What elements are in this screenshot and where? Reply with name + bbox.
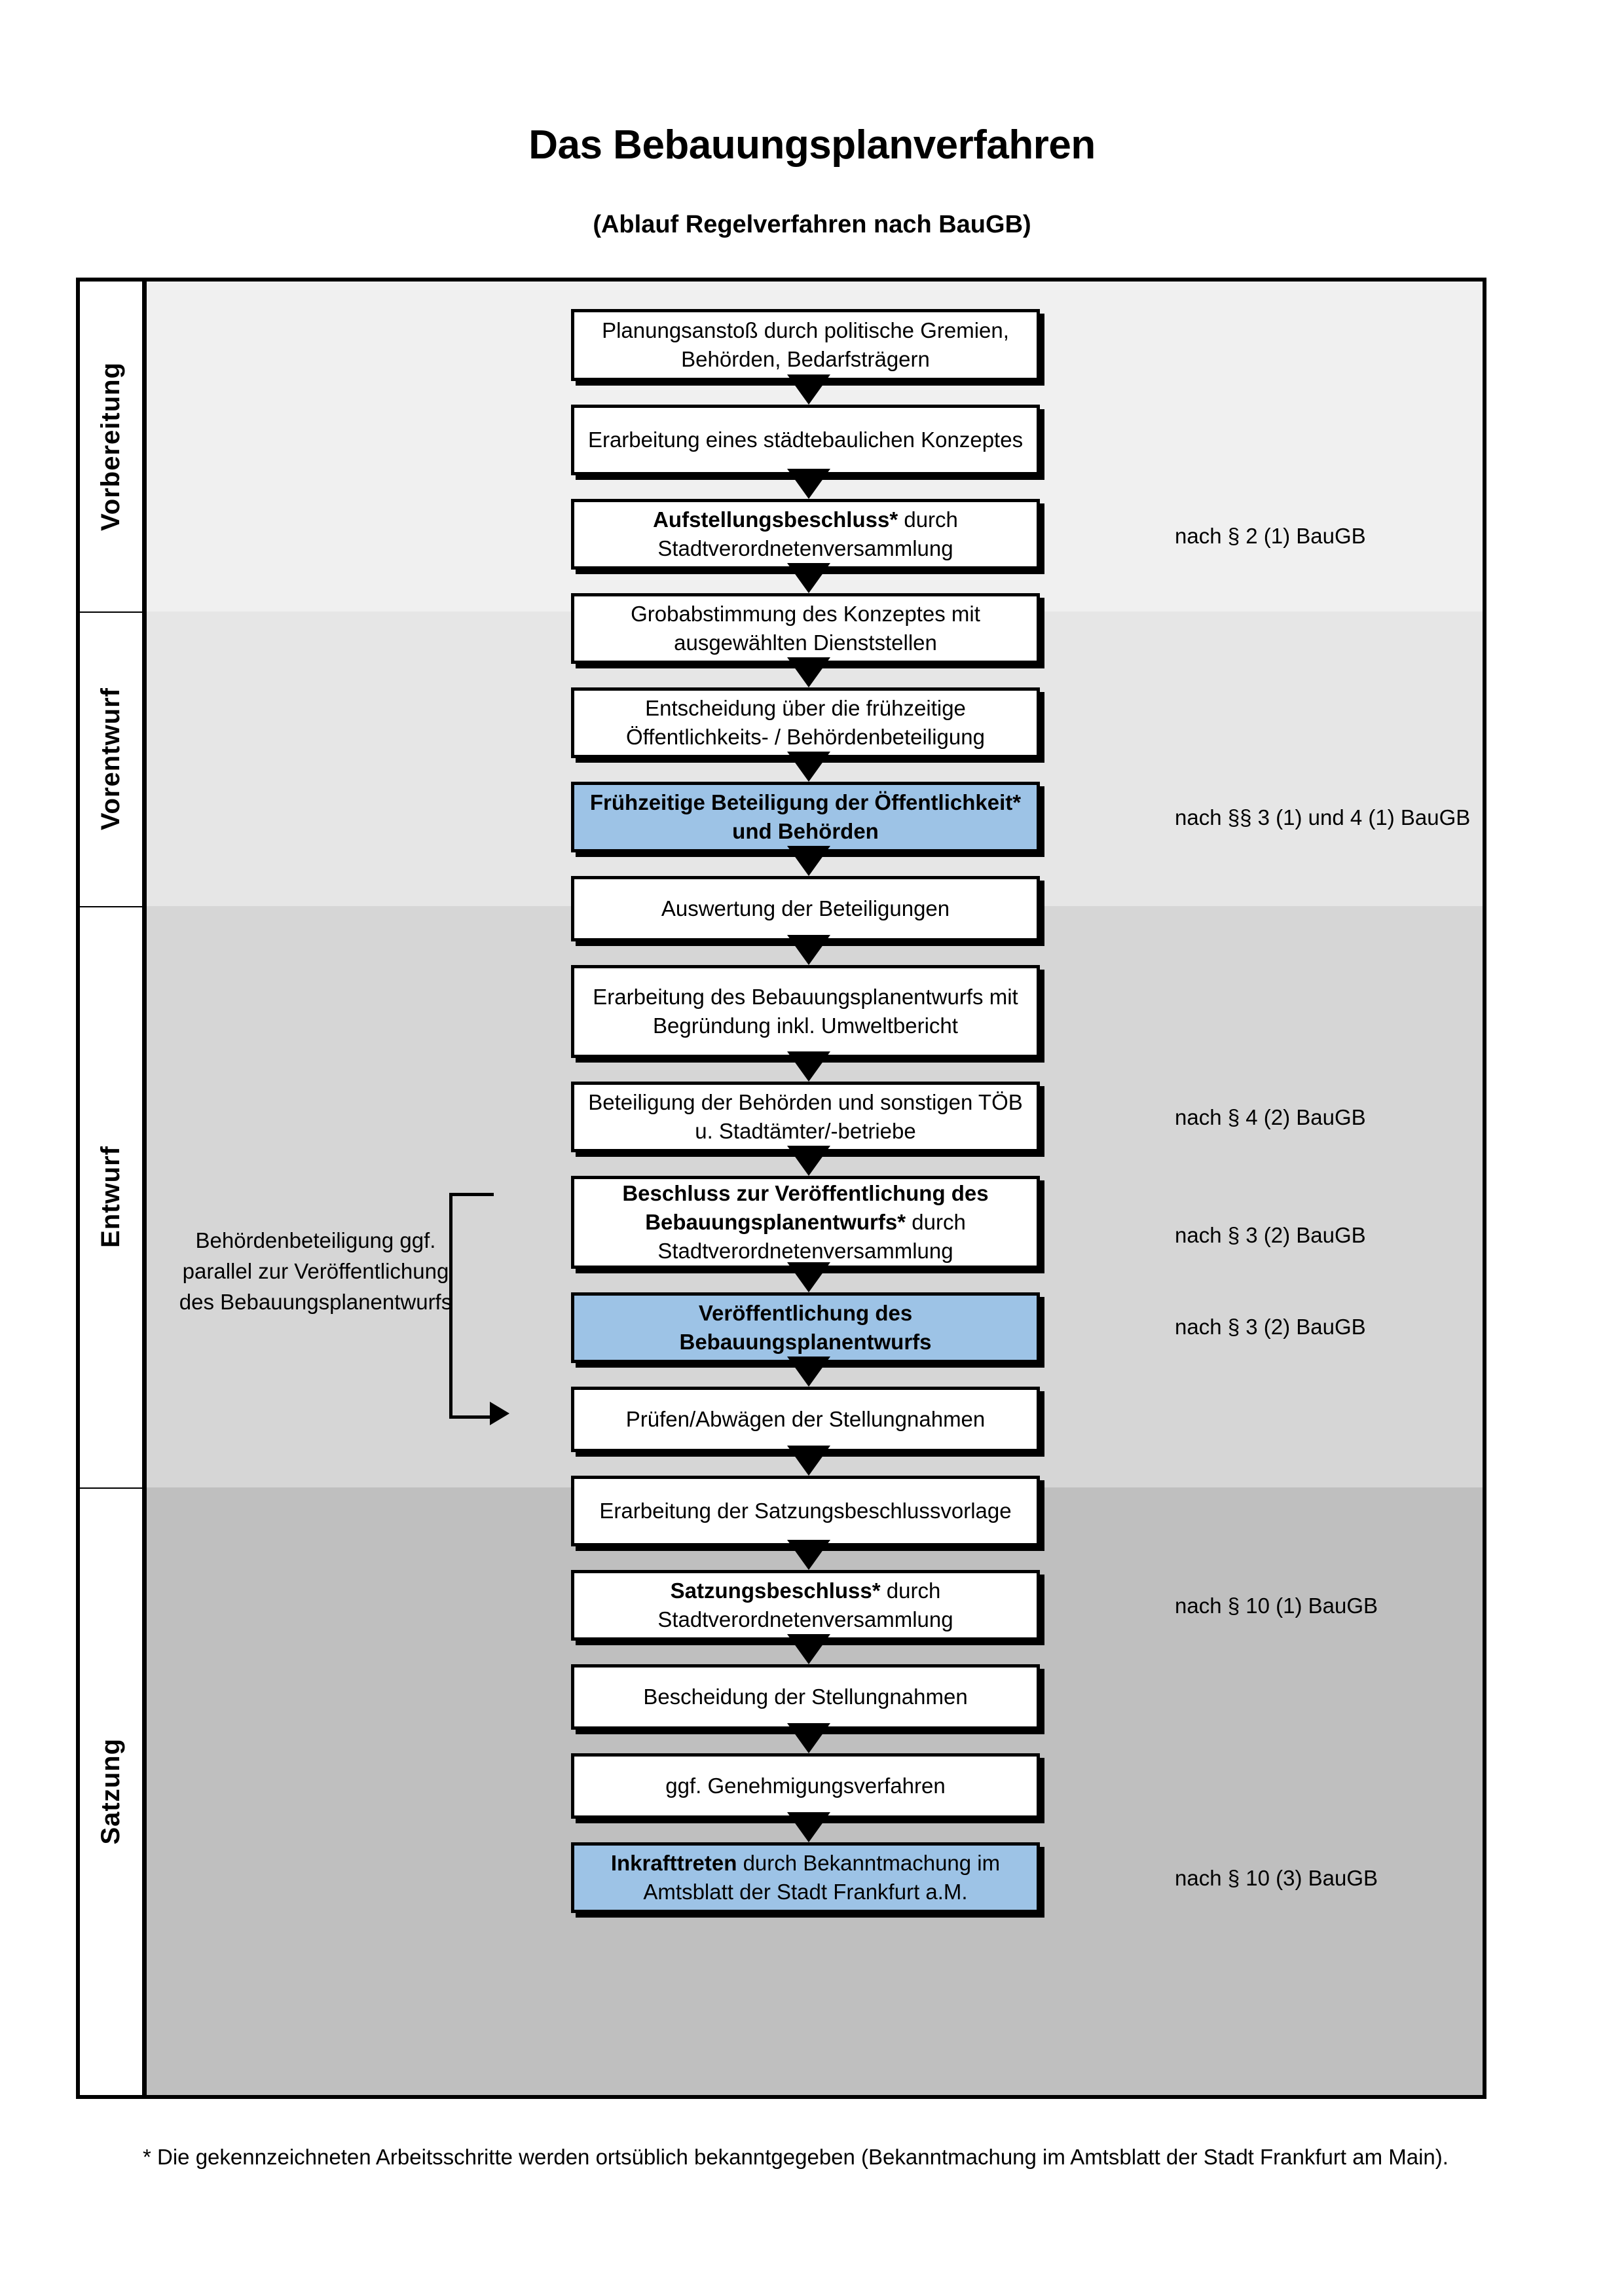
flow-step-text: Grobabstimmung des Konzeptes mit ausgewä… — [631, 602, 980, 655]
flow-arrow-down-12 — [787, 1446, 830, 1476]
flow-step-text: Erarbeitung des Bebauungsplanentwurfs mi… — [593, 985, 1018, 1038]
flow-arrow-down-3 — [787, 563, 830, 593]
phase-label-entwurf: Entwurf — [80, 906, 147, 1487]
flow-step-beteiligung-behoerden[interactable]: Beteiligung der Behörden und sonstigen T… — [571, 1082, 1040, 1152]
legal-ref-3: nach § 4 (2) BauGB — [1175, 1105, 1366, 1129]
flow-arrow-down-15 — [787, 1723, 830, 1753]
flow-step-text: Erarbeitung der Satzungsbeschlussvorlage — [599, 1499, 1012, 1523]
flow-step-genehmigungsverfahren[interactable]: ggf. Genehmigungsverfahren — [571, 1753, 1040, 1819]
flow-arrow-down-13 — [787, 1540, 830, 1570]
phase-divider-1 — [80, 611, 147, 613]
flow-step-veroeffentlichung-entwurf[interactable]: Veröffentlichung des Bebauungsplanentwur… — [571, 1292, 1040, 1363]
flow-step-rest: durch Stadtverordnetenversammlung — [657, 1210, 966, 1263]
page-title: Das Bebauungsplanverfahren — [528, 122, 1096, 168]
flow-arrow-down-8 — [787, 1051, 830, 1082]
flow-step-text: Prüfen/Abwägen der Stellungnahmen — [625, 1407, 986, 1432]
flow-step-bold: Satzungsbeschluss* — [670, 1578, 881, 1603]
flow-arrow-down-14 — [787, 1634, 830, 1664]
flow-step-inkrafttreten[interactable]: Inkrafttreten durch Bekanntmachung im Am… — [571, 1842, 1040, 1913]
flow-arrow-down-1 — [787, 374, 830, 405]
flow-step-rest: durch Stadtverordnetenversammlung — [657, 1578, 953, 1631]
flow-arrow-down-6 — [787, 846, 830, 876]
flow-step-beschluss-veroeffentlichung[interactable]: Beschluss zur Veröffentlichung des Bebau… — [571, 1176, 1040, 1269]
phase-label-vorbereitung: Vorbereitung — [80, 282, 147, 611]
flow-arrow-down-9 — [787, 1146, 830, 1176]
flow-step-satzungsbeschluss[interactable]: Satzungsbeschluss* durch Stadtverordnete… — [571, 1570, 1040, 1641]
flow-step-rest: durch Stadtverordnetenversammlung — [657, 507, 958, 560]
flow-step-bold: Inkrafttreten — [610, 1851, 737, 1876]
legal-ref-6: nach § 10 (1) BauGB — [1175, 1594, 1378, 1618]
flow-step-auswertung[interactable]: Auswertung der Beteiligungen — [571, 876, 1040, 941]
flow-step-pruefen-abwaegen[interactable]: Prüfen/Abwägen der Stellungnahmen — [571, 1387, 1040, 1452]
flow-arrow-down-11 — [787, 1357, 830, 1387]
legal-ref-1: nach § 2 (1) BauGB — [1175, 524, 1366, 548]
flow-step-bold: Frühzeitige Beteiligung der Öffentlichke… — [589, 790, 1022, 843]
flow-step-text: Auswertung der Beteiligungen — [661, 896, 950, 921]
flow-step-text: Satzungsbeschluss* durch Stadtverordnete… — [582, 1576, 1029, 1634]
flow-step-bold: Aufstellungsbeschluss* — [653, 507, 898, 532]
flow-step-text: Planungsanstoß durch politische Gremien,… — [602, 318, 1009, 371]
page-subtitle: (Ablauf Regelverfahren nach BauGB) — [593, 211, 1031, 238]
legal-ref-2: nach §§ 3 (1) und 4 (1) BauGB — [1175, 805, 1471, 829]
flow-step-entscheidung-fruehzeitig[interactable]: Entscheidung über die frühzeitige Öffent… — [571, 687, 1040, 758]
flow-step-konzept[interactable]: Erarbeitung eines städtebaulichen Konzep… — [571, 405, 1040, 475]
flow-arrow-down-16 — [787, 1812, 830, 1842]
flow-step-satzungsbeschlussvorlage[interactable]: Erarbeitung der Satzungsbeschlussvorlage — [571, 1476, 1040, 1546]
feedback-bracket — [449, 1193, 494, 1419]
flow-step-text: ggf. Genehmigungsverfahren — [665, 1774, 946, 1798]
legal-ref-5: nach § 3 (2) BauGB — [1175, 1315, 1366, 1339]
flow-step-bescheidung[interactable]: Bescheidung der Stellungnahmen — [571, 1664, 1040, 1730]
feedback-arrow-head-icon — [490, 1402, 509, 1425]
phase-label-vorentwurf: Vorentwurf — [80, 611, 147, 906]
flow-arrow-down-5 — [787, 752, 830, 782]
flow-step-fruehzeitige-beteiligung[interactable]: Frühzeitige Beteiligung der Öffentlichke… — [571, 782, 1040, 852]
phase-label-satzung: Satzung — [80, 1487, 147, 2095]
phase-label-text-satzung: Satzung — [96, 1738, 125, 1845]
footnote: * Die gekennzeichneten Arbeitsschritte w… — [143, 2145, 1449, 2169]
flow-step-text: Erarbeitung eines städtebaulichen Konzep… — [587, 428, 1024, 452]
flow-arrow-down-2 — [787, 469, 830, 499]
flow-step-bold: Veröffentlichung des Bebauungsplanentwur… — [679, 1301, 932, 1354]
flow-step-erarbeitung-entwurf[interactable]: Erarbeitung des Bebauungsplanentwurfs mi… — [571, 965, 1040, 1058]
phase-divider-3 — [80, 1487, 147, 1489]
legal-ref-4: nach § 3 (2) BauGB — [1175, 1223, 1366, 1247]
flow-step-text: Bescheidung der Stellungnahmen — [643, 1685, 968, 1709]
flow-step-planungsanstoss[interactable]: Planungsanstoß durch politische Gremien,… — [571, 309, 1040, 381]
flow-arrow-down-7 — [787, 935, 830, 965]
flowchart-frame: Vorbereitung Vorentwurf Entwurf Satzung … — [76, 278, 1486, 2099]
phase-label-text-vorbereitung: Vorbereitung — [96, 362, 125, 531]
phase-label-text-vorentwurf: Vorentwurf — [96, 687, 125, 831]
flow-step-text: Beschluss zur Veröffentlichung des Bebau… — [582, 1179, 1029, 1266]
flow-arrow-down-4 — [787, 657, 830, 687]
flow-step-bold: Beschluss zur Veröffentlichung des Bebau… — [622, 1181, 989, 1235]
flow-step-text: Aufstellungsbeschluss* durch Stadtverord… — [582, 505, 1029, 563]
side-note-behoerdenbeteiligung: Behördenbeteiligung ggf. parallel zur Ve… — [179, 1228, 452, 1314]
flow-step-text: Beteiligung der Behörden und sonstigen T… — [588, 1090, 1023, 1143]
flow-step-rest: durch Bekanntmachung im Amtsblatt der St… — [643, 1851, 1001, 1904]
phase-divider-2 — [80, 906, 147, 907]
legal-ref-7: nach § 10 (3) BauGB — [1175, 1866, 1378, 1890]
flow-step-text: Inkrafttreten durch Bekanntmachung im Am… — [582, 1849, 1029, 1906]
flow-step-aufstellungsbeschluss[interactable]: Aufstellungsbeschluss* durch Stadtverord… — [571, 499, 1040, 570]
flow-arrow-down-10 — [787, 1262, 830, 1292]
flow-step-text: Entscheidung über die frühzeitige Öffent… — [626, 696, 985, 749]
flow-step-grobabstimmung[interactable]: Grobabstimmung des Konzeptes mit ausgewä… — [571, 593, 1040, 664]
phase-label-text-entwurf: Entwurf — [96, 1146, 125, 1248]
